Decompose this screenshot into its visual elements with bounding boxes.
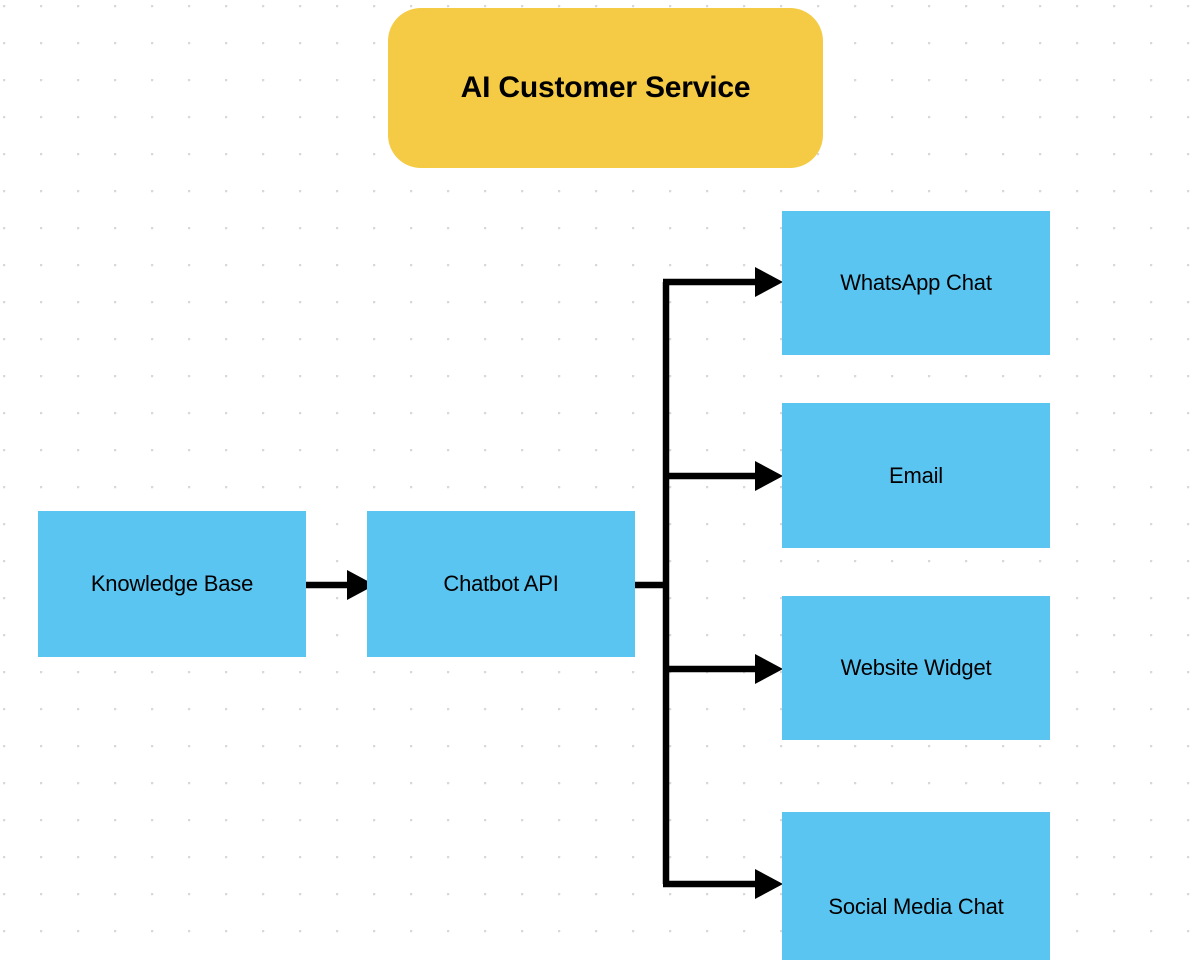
edge-chatbot-api-to-email [663, 461, 783, 491]
node-label: Knowledge Base [90, 571, 254, 597]
node-whatsapp-chat[interactable]: WhatsApp Chat [782, 211, 1050, 355]
node-chatbot-api[interactable]: Chatbot API [367, 511, 635, 657]
node-label: Social Media Chat [828, 894, 1004, 920]
node-label: Chatbot API [443, 571, 559, 597]
node-website-widget[interactable]: Website Widget [782, 596, 1050, 740]
arrowhead-icon [755, 654, 783, 684]
node-knowledge-base[interactable]: Knowledge Base [38, 511, 306, 657]
node-label: AI Customer Service [460, 70, 751, 104]
node-social-chat[interactable]: Social Media Chat [782, 812, 1050, 960]
arrowhead-icon [755, 869, 783, 899]
edge-knowledge-base-to-chatbot-api [306, 570, 375, 600]
node-label: WhatsApp Chat [840, 270, 992, 296]
edge-chatbot-api-to-whatsapp-chat [663, 267, 783, 297]
edge-chatbot-api-to-social-chat [663, 869, 783, 899]
arrowhead-icon [755, 267, 783, 297]
edge-chatbot-api-to-website-widget [663, 654, 783, 684]
node-label: Website Widget [840, 655, 992, 681]
arrowhead-icon [755, 461, 783, 491]
edge-chatbot-api-trunk [635, 282, 670, 884]
node-email[interactable]: Email [782, 403, 1050, 548]
node-ai-customer-service[interactable]: AI Customer Service [388, 8, 823, 168]
node-label: Email [888, 462, 943, 488]
